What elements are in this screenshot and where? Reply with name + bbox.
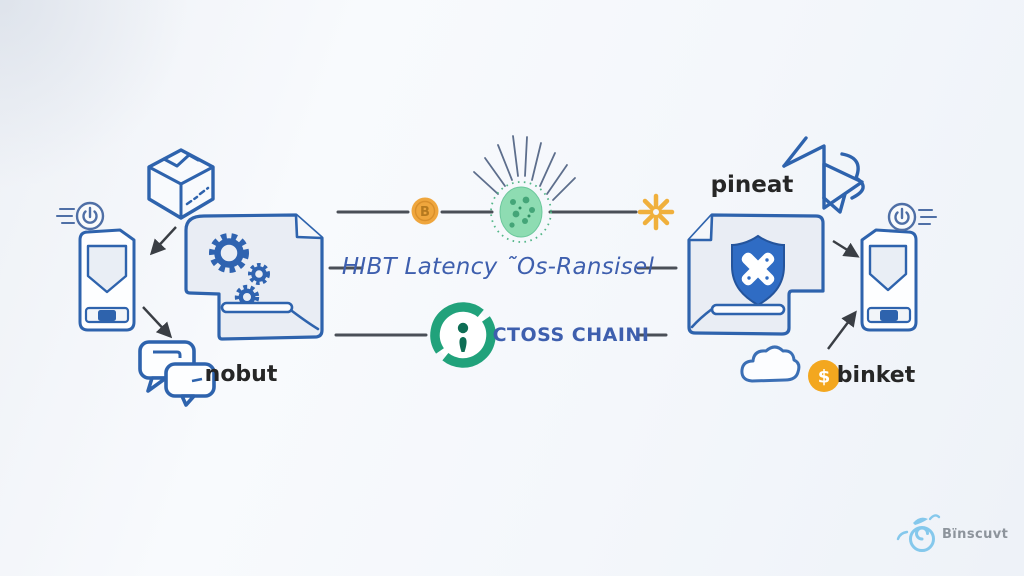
power-speed-icon bbox=[887, 202, 938, 232]
power-speed-icon bbox=[55, 201, 105, 231]
shield-x-icon bbox=[731, 234, 785, 307]
gear-icon bbox=[248, 263, 270, 285]
bottom-connector-label: CTOSS CHAINI bbox=[492, 324, 650, 346]
shield-icon bbox=[86, 244, 128, 294]
right-doc-label: pineat bbox=[710, 172, 794, 198]
glow-rays bbox=[473, 135, 576, 201]
brand-name: Bïnscuvt bbox=[942, 527, 1009, 542]
cloud-icon bbox=[740, 345, 801, 383]
smartphone-shield-icon bbox=[860, 228, 918, 332]
bitcoin-glyph: B bbox=[420, 205, 430, 220]
ai-virus-glow-icon bbox=[473, 135, 576, 243]
info-ring-badge-icon bbox=[430, 302, 496, 368]
bitcoin-coin-icon: B bbox=[411, 197, 439, 225]
chat-bubbles-icon bbox=[138, 340, 216, 407]
chat-label: nobut bbox=[204, 362, 278, 387]
middle-connector-label: HIBT Latency ˜Os-Ransisel bbox=[341, 254, 655, 280]
folded-corner bbox=[689, 214, 714, 242]
swirl-logo-icon bbox=[896, 514, 941, 552]
arrow-cube-to-phone bbox=[149, 226, 177, 256]
document-bar bbox=[710, 303, 786, 316]
shield-icon bbox=[868, 244, 908, 292]
arrow-doc-to-phone bbox=[832, 239, 860, 258]
device-widget-icon bbox=[866, 306, 912, 324]
document-shield-x-icon bbox=[687, 213, 825, 336]
document-gears-icon bbox=[184, 213, 324, 341]
right-coin-label: binket bbox=[836, 363, 916, 388]
smartphone-shield-icon bbox=[78, 228, 136, 332]
dollar-coin-icon: $ bbox=[808, 360, 840, 392]
gear-icon bbox=[209, 233, 249, 273]
dollar-glyph: $ bbox=[818, 367, 831, 388]
package-box-icon bbox=[147, 148, 215, 220]
folded-corner bbox=[294, 214, 323, 240]
device-widget-icon bbox=[84, 306, 130, 324]
document-bar bbox=[220, 301, 294, 314]
starburst-icon bbox=[637, 193, 675, 231]
arrow-phone-to-chat bbox=[142, 306, 173, 339]
paper-plane-icon bbox=[782, 136, 865, 214]
